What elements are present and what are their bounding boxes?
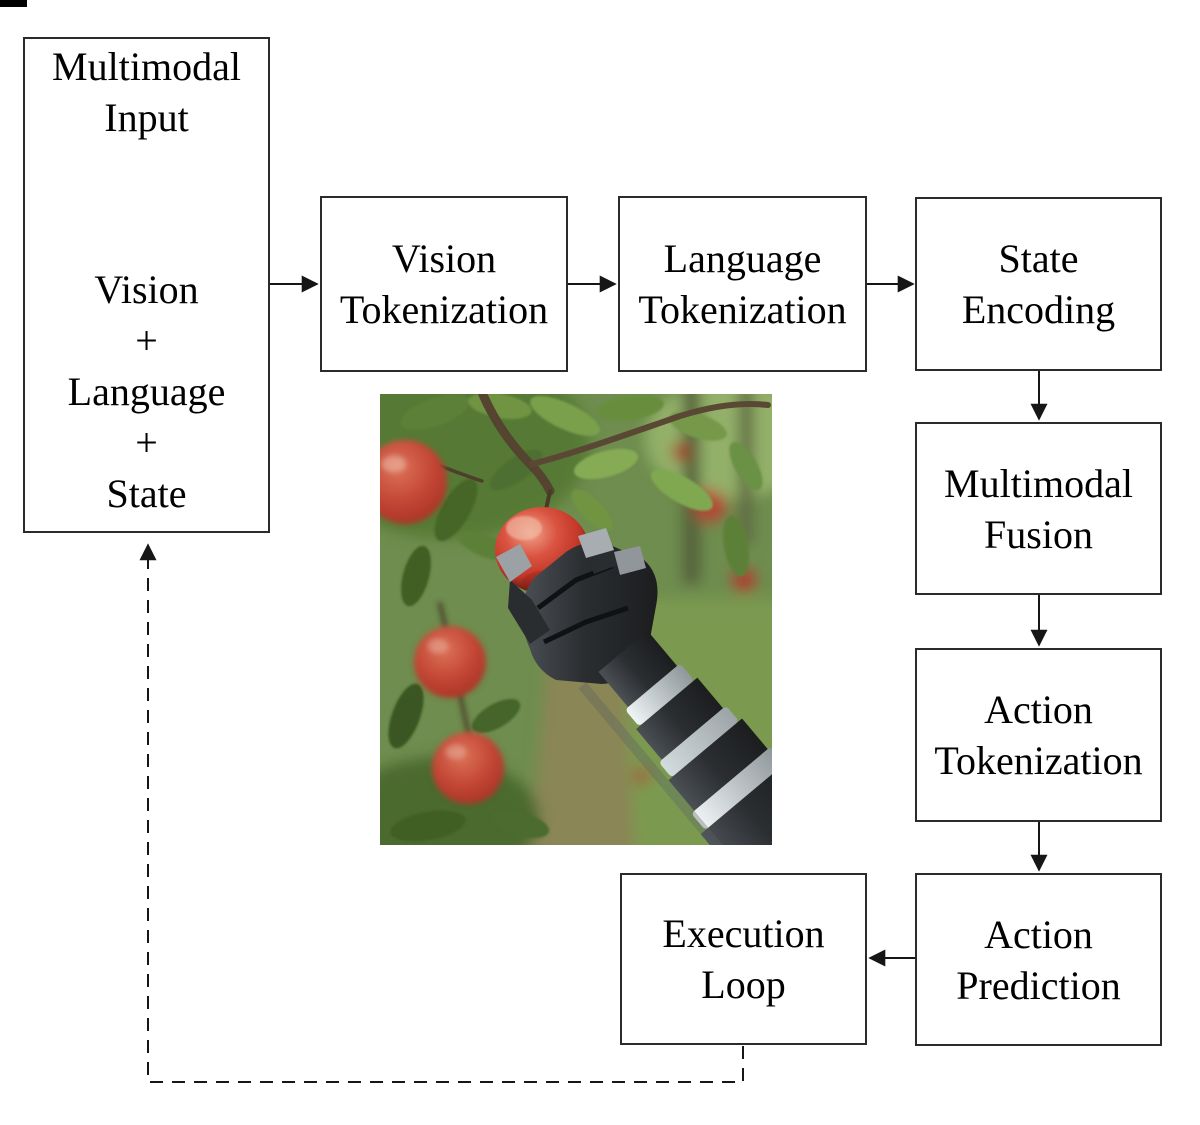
node-label: Encoding xyxy=(961,287,1116,332)
node-state-encoding: State Encoding xyxy=(915,197,1162,371)
node-vision-tokenization: Vision Tokenization xyxy=(320,196,568,372)
node-label: Language xyxy=(663,236,822,281)
node-label: Multimodal xyxy=(52,44,241,89)
node-label: Language xyxy=(67,369,226,414)
node-label: Multimodal xyxy=(944,460,1133,506)
node-label: Prediction xyxy=(956,962,1121,1008)
node-label: Input xyxy=(104,95,189,140)
orchard-photo-image xyxy=(380,394,772,845)
node-label: Loop xyxy=(701,962,786,1007)
node-label: Tokenization xyxy=(638,287,847,332)
node-label: Action xyxy=(984,687,1093,732)
background-apple xyxy=(672,443,690,461)
arm-steel-ring xyxy=(660,707,738,776)
orchard-photo xyxy=(380,394,772,845)
arm-silver-band xyxy=(692,748,772,829)
node-title: Multimodal Input xyxy=(52,41,241,143)
gripper-fingertip xyxy=(614,546,646,575)
arrow-feedback-dashed xyxy=(139,543,744,1083)
node-label: Action xyxy=(984,911,1093,957)
node-label: State xyxy=(106,471,187,516)
node-body: Vision + Language + State xyxy=(68,264,226,519)
node-action-tokenization: Action Tokenization xyxy=(915,648,1162,822)
node-execution-loop: Execution Loop xyxy=(620,873,867,1045)
node-label: State xyxy=(998,236,1079,281)
side-apples xyxy=(380,440,504,804)
gripper-fingertip xyxy=(578,528,614,558)
background-apple xyxy=(634,768,650,784)
robot-hand xyxy=(496,528,658,684)
node-label: Execution xyxy=(662,911,825,956)
node-language-tokenization: Language Tokenization xyxy=(618,196,867,372)
node-label: Vision xyxy=(94,267,199,312)
arm-silver-band xyxy=(626,665,693,725)
node-action-prediction: Action Prediction xyxy=(915,873,1162,1046)
node-label: + xyxy=(135,420,158,465)
robot-arm xyxy=(578,630,772,845)
node-label: + xyxy=(135,318,158,363)
node-label: Fusion xyxy=(984,511,1093,557)
node-label: Tokenization xyxy=(934,738,1143,783)
node-label: Tokenization xyxy=(339,287,549,332)
crop-artifact-mark xyxy=(0,0,27,7)
node-multimodal-fusion: Multimodal Fusion xyxy=(915,422,1162,595)
node-label: Vision xyxy=(391,236,497,281)
gripper-fingertip xyxy=(496,544,532,582)
node-multimodal-input: Multimodal Input Vision + Language + Sta… xyxy=(23,37,270,533)
